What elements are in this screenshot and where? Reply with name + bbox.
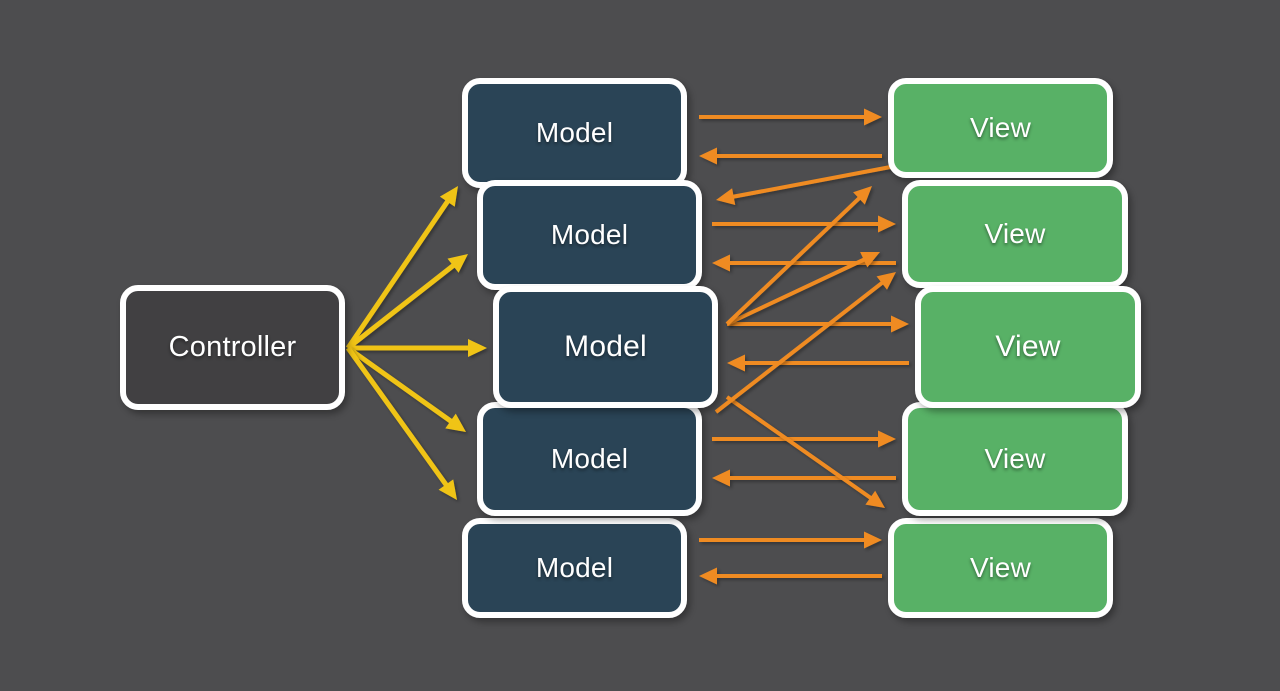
- node-model-2[interactable]: Model: [477, 180, 702, 290]
- node-view-1[interactable]: View: [888, 78, 1113, 178]
- node-view-3-label: View: [995, 330, 1061, 363]
- node-model-5-label: Model: [535, 552, 614, 583]
- data-arrow-straight-2: [699, 147, 882, 165]
- control-arrow-4: [346, 345, 466, 432]
- node-model-5[interactable]: Model: [462, 518, 687, 618]
- control-arrow-2: [346, 254, 468, 350]
- data-arrow-straight-9: [699, 531, 882, 549]
- node-view-1-label: View: [970, 112, 1031, 143]
- data-arrow-diagonal-3: [725, 186, 872, 326]
- node-model-2-label: Model: [550, 219, 629, 250]
- node-controller[interactable]: Controller: [120, 285, 345, 410]
- data-arrow-straight-4: [712, 254, 896, 272]
- node-view-5-label: View: [970, 552, 1031, 583]
- node-controller-label: Controller: [168, 331, 297, 363]
- control-arrow-5: [345, 346, 457, 500]
- node-model-4-label: Model: [550, 443, 629, 474]
- data-arrow-straight-3: [712, 215, 896, 233]
- node-view-5[interactable]: View: [888, 518, 1113, 618]
- data-arrow-straight-1: [699, 108, 882, 126]
- data-arrow-straight-7: [712, 430, 896, 448]
- node-view-4-label: View: [984, 443, 1046, 474]
- data-arrow-diagonal-2: [726, 251, 880, 326]
- data-arrow-straight-8: [712, 469, 896, 487]
- data-arrow-diagonal-4: [725, 395, 885, 508]
- node-model-1-label: Model: [535, 117, 614, 148]
- control-arrow-3: [348, 339, 487, 357]
- data-arrow-diagonal-1: [716, 164, 897, 206]
- control-arrow-1: [345, 186, 458, 350]
- data-arrow-diagonal-5: [714, 272, 896, 414]
- data-arrow-straight-6: [727, 354, 909, 372]
- node-view-3[interactable]: View: [915, 286, 1141, 408]
- data-arrow-straight-5: [727, 315, 909, 333]
- data-arrow-straight-10: [699, 567, 882, 585]
- node-model-1[interactable]: Model: [462, 78, 687, 188]
- node-view-2[interactable]: View: [902, 180, 1128, 288]
- node-view-2-label: View: [984, 218, 1046, 249]
- node-model-4[interactable]: Model: [477, 402, 702, 516]
- node-view-4[interactable]: View: [902, 402, 1128, 516]
- node-model-3[interactable]: Model: [493, 286, 718, 408]
- node-model-3-label: Model: [564, 330, 647, 363]
